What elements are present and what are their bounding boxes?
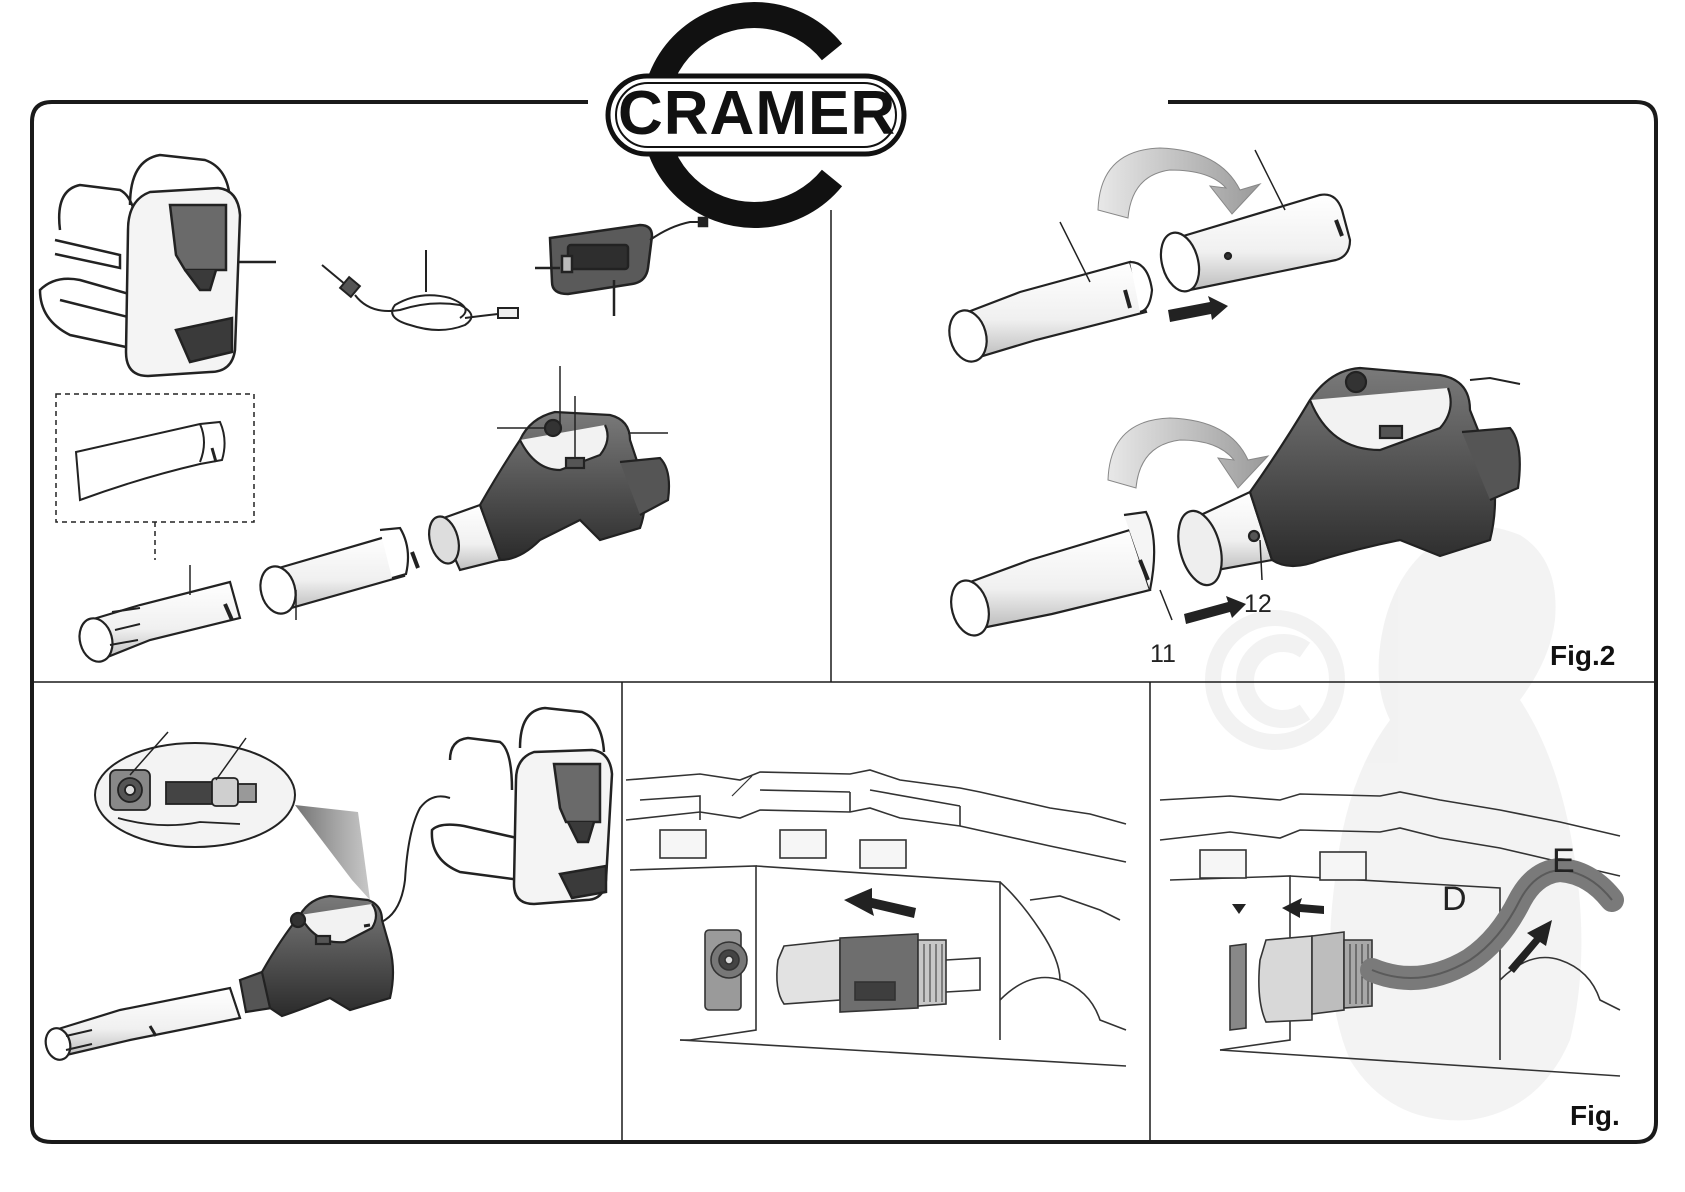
rotate-arrow-icon (1098, 148, 1260, 218)
arrow-icon (1282, 898, 1324, 918)
cable-icon (372, 796, 450, 925)
arrow-icon (1184, 596, 1246, 624)
nozzle-icon (75, 565, 240, 665)
accessory-box (56, 394, 254, 560)
battery-backpack-icon (40, 155, 276, 376)
tube-icon (255, 528, 418, 620)
panel-mount (626, 770, 1126, 1066)
brand-name: CRAMER (618, 78, 896, 149)
fig-label: Fig. (1570, 1100, 1620, 1132)
letter-d: D (1442, 880, 1467, 919)
blower-icon (424, 366, 669, 570)
arrow-icon (1168, 296, 1228, 322)
rotate-arrow-icon (1108, 418, 1268, 488)
letter-e: E (1552, 842, 1575, 881)
callout-12: 12 (1244, 590, 1272, 619)
battery-backpack-icon (432, 708, 612, 904)
cable-icon (322, 250, 518, 330)
tube-icon (1155, 150, 1350, 296)
panel-connection (42, 708, 612, 1063)
fig2-label: Fig.2 (1550, 640, 1615, 672)
charger-icon (535, 218, 707, 316)
panel-components (40, 155, 707, 665)
arrow-icon (844, 888, 916, 918)
triangle-marker-icon (1232, 904, 1246, 914)
callout-11: 11 (1150, 640, 1176, 669)
nozzle-icon (944, 222, 1152, 366)
blower-icon (42, 896, 393, 1063)
